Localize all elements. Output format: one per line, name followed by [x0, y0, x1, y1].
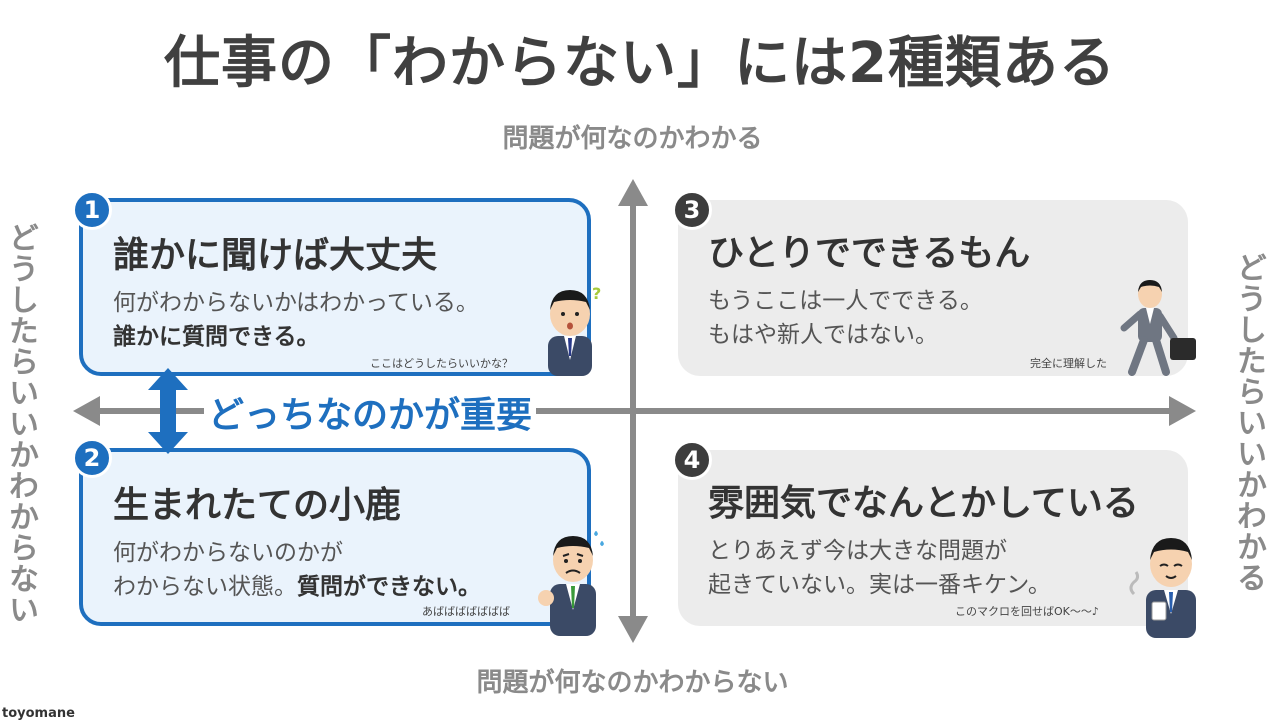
relaxed-businessman-icon	[1129, 538, 1196, 638]
double-arrow-icon	[148, 368, 188, 454]
quadrant-3-caption: 完全に理解した	[1030, 357, 1107, 370]
quadrant-2-title: 生まれたての小鹿	[113, 485, 402, 526]
axis-arrow-down-icon	[618, 616, 648, 643]
quadrant-4-caption: このマクロを回せばOK～～♪	[955, 605, 1099, 618]
quadrant-1-number-badge: 1	[72, 190, 112, 230]
quadrant-4-card: 雰囲気でなんとかしている とりあえず今は大きな問題が 起きていない。実は一番キケ…	[678, 450, 1188, 626]
quadrant-2-line2-bold: 質問ができない。	[297, 574, 481, 600]
quadrant-2-card: 生まれたての小鹿 何がわからないのかが わからない状態。質問ができない。	[79, 448, 591, 626]
panicking-businessman-icon	[538, 531, 604, 636]
quadrant-1-line2: 誰かに質問できる。	[113, 324, 320, 350]
quadrant-1-card: 誰かに聞けば大丈夫 何がわからないかはわかっている。 誰かに質問できる。	[79, 198, 591, 376]
axis-arrow-left-icon	[73, 396, 100, 426]
quadrant-3-body: もうここは一人でできる。 もはや新人ではない。	[708, 284, 1158, 352]
quadrant-2-line2-plain: わからない状態。	[113, 574, 297, 600]
page-title: 仕事の「わからない」には2種類ある	[164, 31, 1116, 96]
quadrant-4-title: 雰囲気でなんとかしている	[708, 483, 1139, 524]
question-mark-icon: ?	[592, 284, 602, 303]
quadrant-2-number-badge: 2	[72, 438, 112, 478]
quadrant-1-line1: 何がわからないかはわかっている。	[113, 290, 479, 316]
quadrant-3-title: ひとりでできるもん	[708, 233, 1031, 274]
quadrant-1-title: 誰かに聞けば大丈夫	[113, 235, 438, 276]
confused-businessman-icon	[548, 290, 592, 376]
center-note: どっちなのかが重要	[204, 386, 537, 438]
quadrant-2-line1: 何がわからないのかが	[113, 540, 343, 566]
quadrant-4-body: とりあえず今は大きな問題が 起きていない。実は一番キケン。	[708, 534, 1158, 602]
quadrant-1-body: 何がわからないかはわかっている。 誰かに質問できる。	[113, 286, 557, 354]
quadrant-4-line1: とりあえず今は大きな問題が	[708, 538, 1007, 564]
quadrant-3-line1: もうここは一人でできる。	[708, 288, 983, 314]
axis-arrow-up-icon	[618, 179, 648, 206]
quadrant-4-line2: 起きていない。実は一番キケン。	[708, 572, 1051, 598]
walking-businessman-icon	[1120, 280, 1196, 376]
quadrant-2-caption: あばばばばばばば	[422, 605, 510, 618]
axis-label-left: どうしたらいいかわからない	[3, 222, 38, 625]
quadrant-3-number-badge: 3	[672, 190, 712, 230]
axis-arrow-right-icon	[1169, 396, 1196, 426]
quadrant-1-caption: ここはどうしたらいいかな？	[370, 357, 513, 370]
quadrant-3-card: ひとりでできるもん もうここは一人でできる。 もはや新人ではない。	[678, 200, 1188, 376]
watermark: toyomane	[2, 706, 75, 721]
quadrant-3-line2: もはや新人ではない。	[708, 322, 938, 348]
axis-label-top: 問題が何なのかわかる	[502, 124, 763, 154]
quadrant-2-body: 何がわからないのかが わからない状態。質問ができない。	[113, 536, 557, 604]
axis-label-bottom: 問題が何なのかわからない	[476, 668, 789, 698]
axis-label-right: どうしたらいいかわかる	[1231, 252, 1266, 593]
quadrant-4-number-badge: 4	[672, 440, 712, 480]
